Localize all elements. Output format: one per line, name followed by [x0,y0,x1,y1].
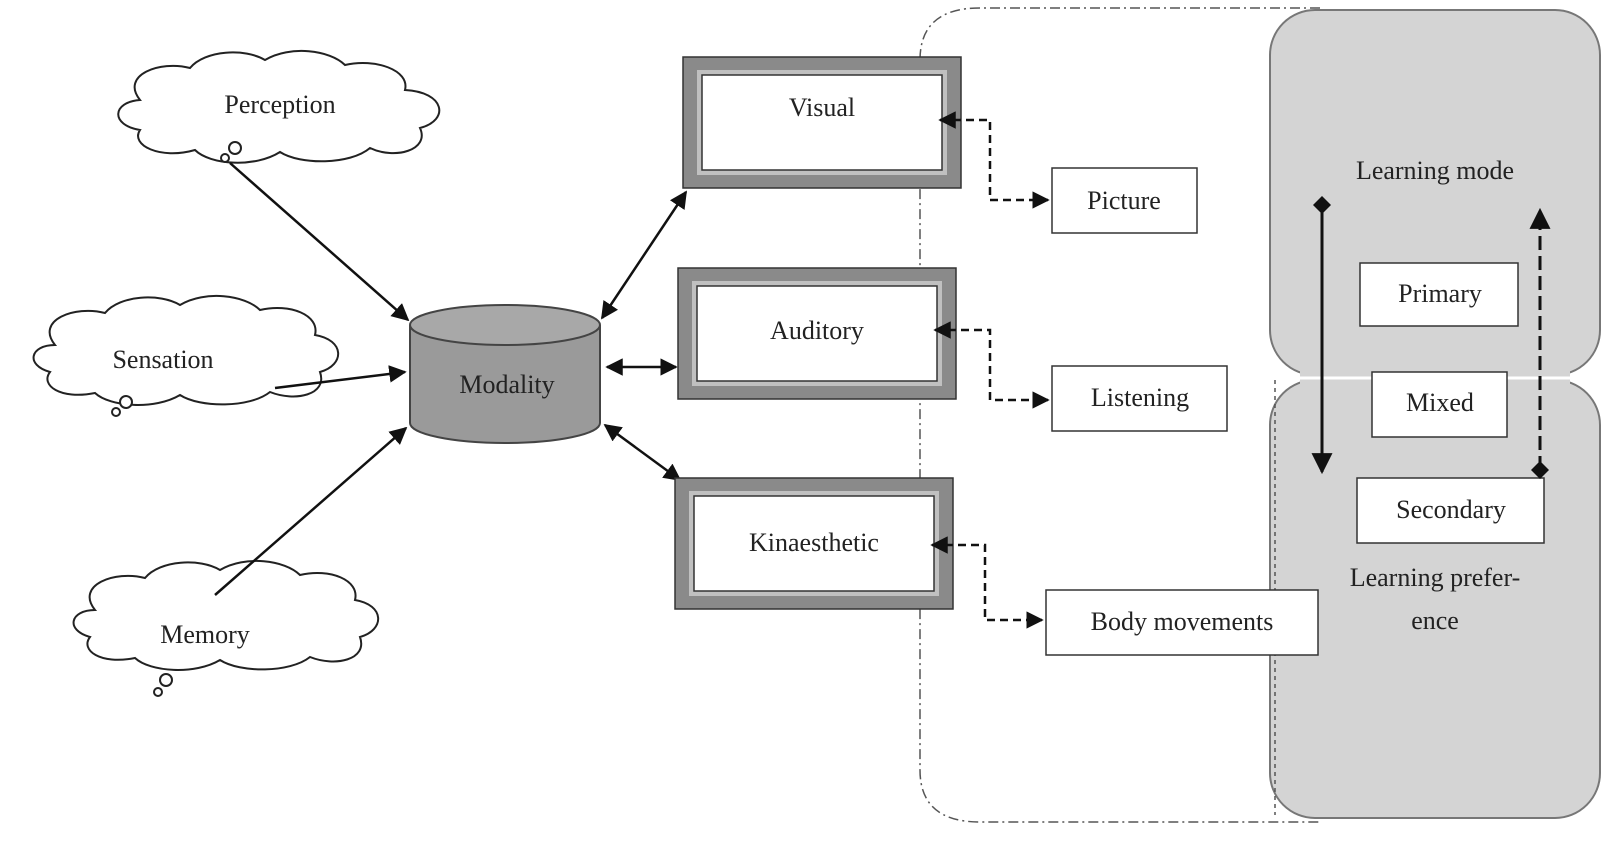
primary-label: Primary [1398,279,1482,308]
learning-preference-title-line2: ence [1411,606,1459,635]
primary-box [1359,262,1519,327]
kinaesthetic-body-connector [930,536,1044,629]
memory-cloud [72,559,380,697]
perception-label: Perception [224,90,335,119]
visual-box [682,56,962,189]
listening-label: Listening [1091,383,1189,412]
auditory-box [677,267,957,400]
kinaesthetic-label: Kinaesthetic [749,528,879,557]
listening-box [1051,365,1228,432]
visual-picture-connector [938,111,1050,209]
body-movements-label: Body movements [1091,607,1274,636]
modality-label: Modality [459,370,554,399]
sensation-label: Sensation [112,345,213,374]
memory-label: Memory [160,620,250,649]
mixed-label: Mixed [1406,388,1474,417]
learning-preference-panel [1269,379,1601,819]
kinaesthetic-box [674,477,954,610]
perception-to-modality-arrow [229,162,410,322]
memory-to-modality-arrow [214,426,408,596]
body-movements-box [1045,589,1319,656]
perception-cloud [117,49,441,164]
learning-preference-title-line1: Learning prefer- [1350,563,1521,592]
auditory-listening-connector [933,321,1050,409]
enclosure-outline [919,7,1320,823]
modality-visual-arrow [600,190,688,320]
secondary-label: Secondary [1396,495,1506,524]
sensation-cloud [32,294,340,417]
mixed-box [1371,371,1508,438]
picture-label: Picture [1087,186,1161,215]
learning-mode-title: Learning mode [1356,156,1514,185]
secondary-box [1356,477,1545,544]
picture-box [1051,167,1198,234]
visual-label: Visual [789,93,855,122]
modality-cylinder [409,304,601,444]
sensation-to-modality-arrow [274,365,407,390]
auditory-label: Auditory [770,316,864,345]
modality-kinaesthetic-arrow [603,423,682,482]
